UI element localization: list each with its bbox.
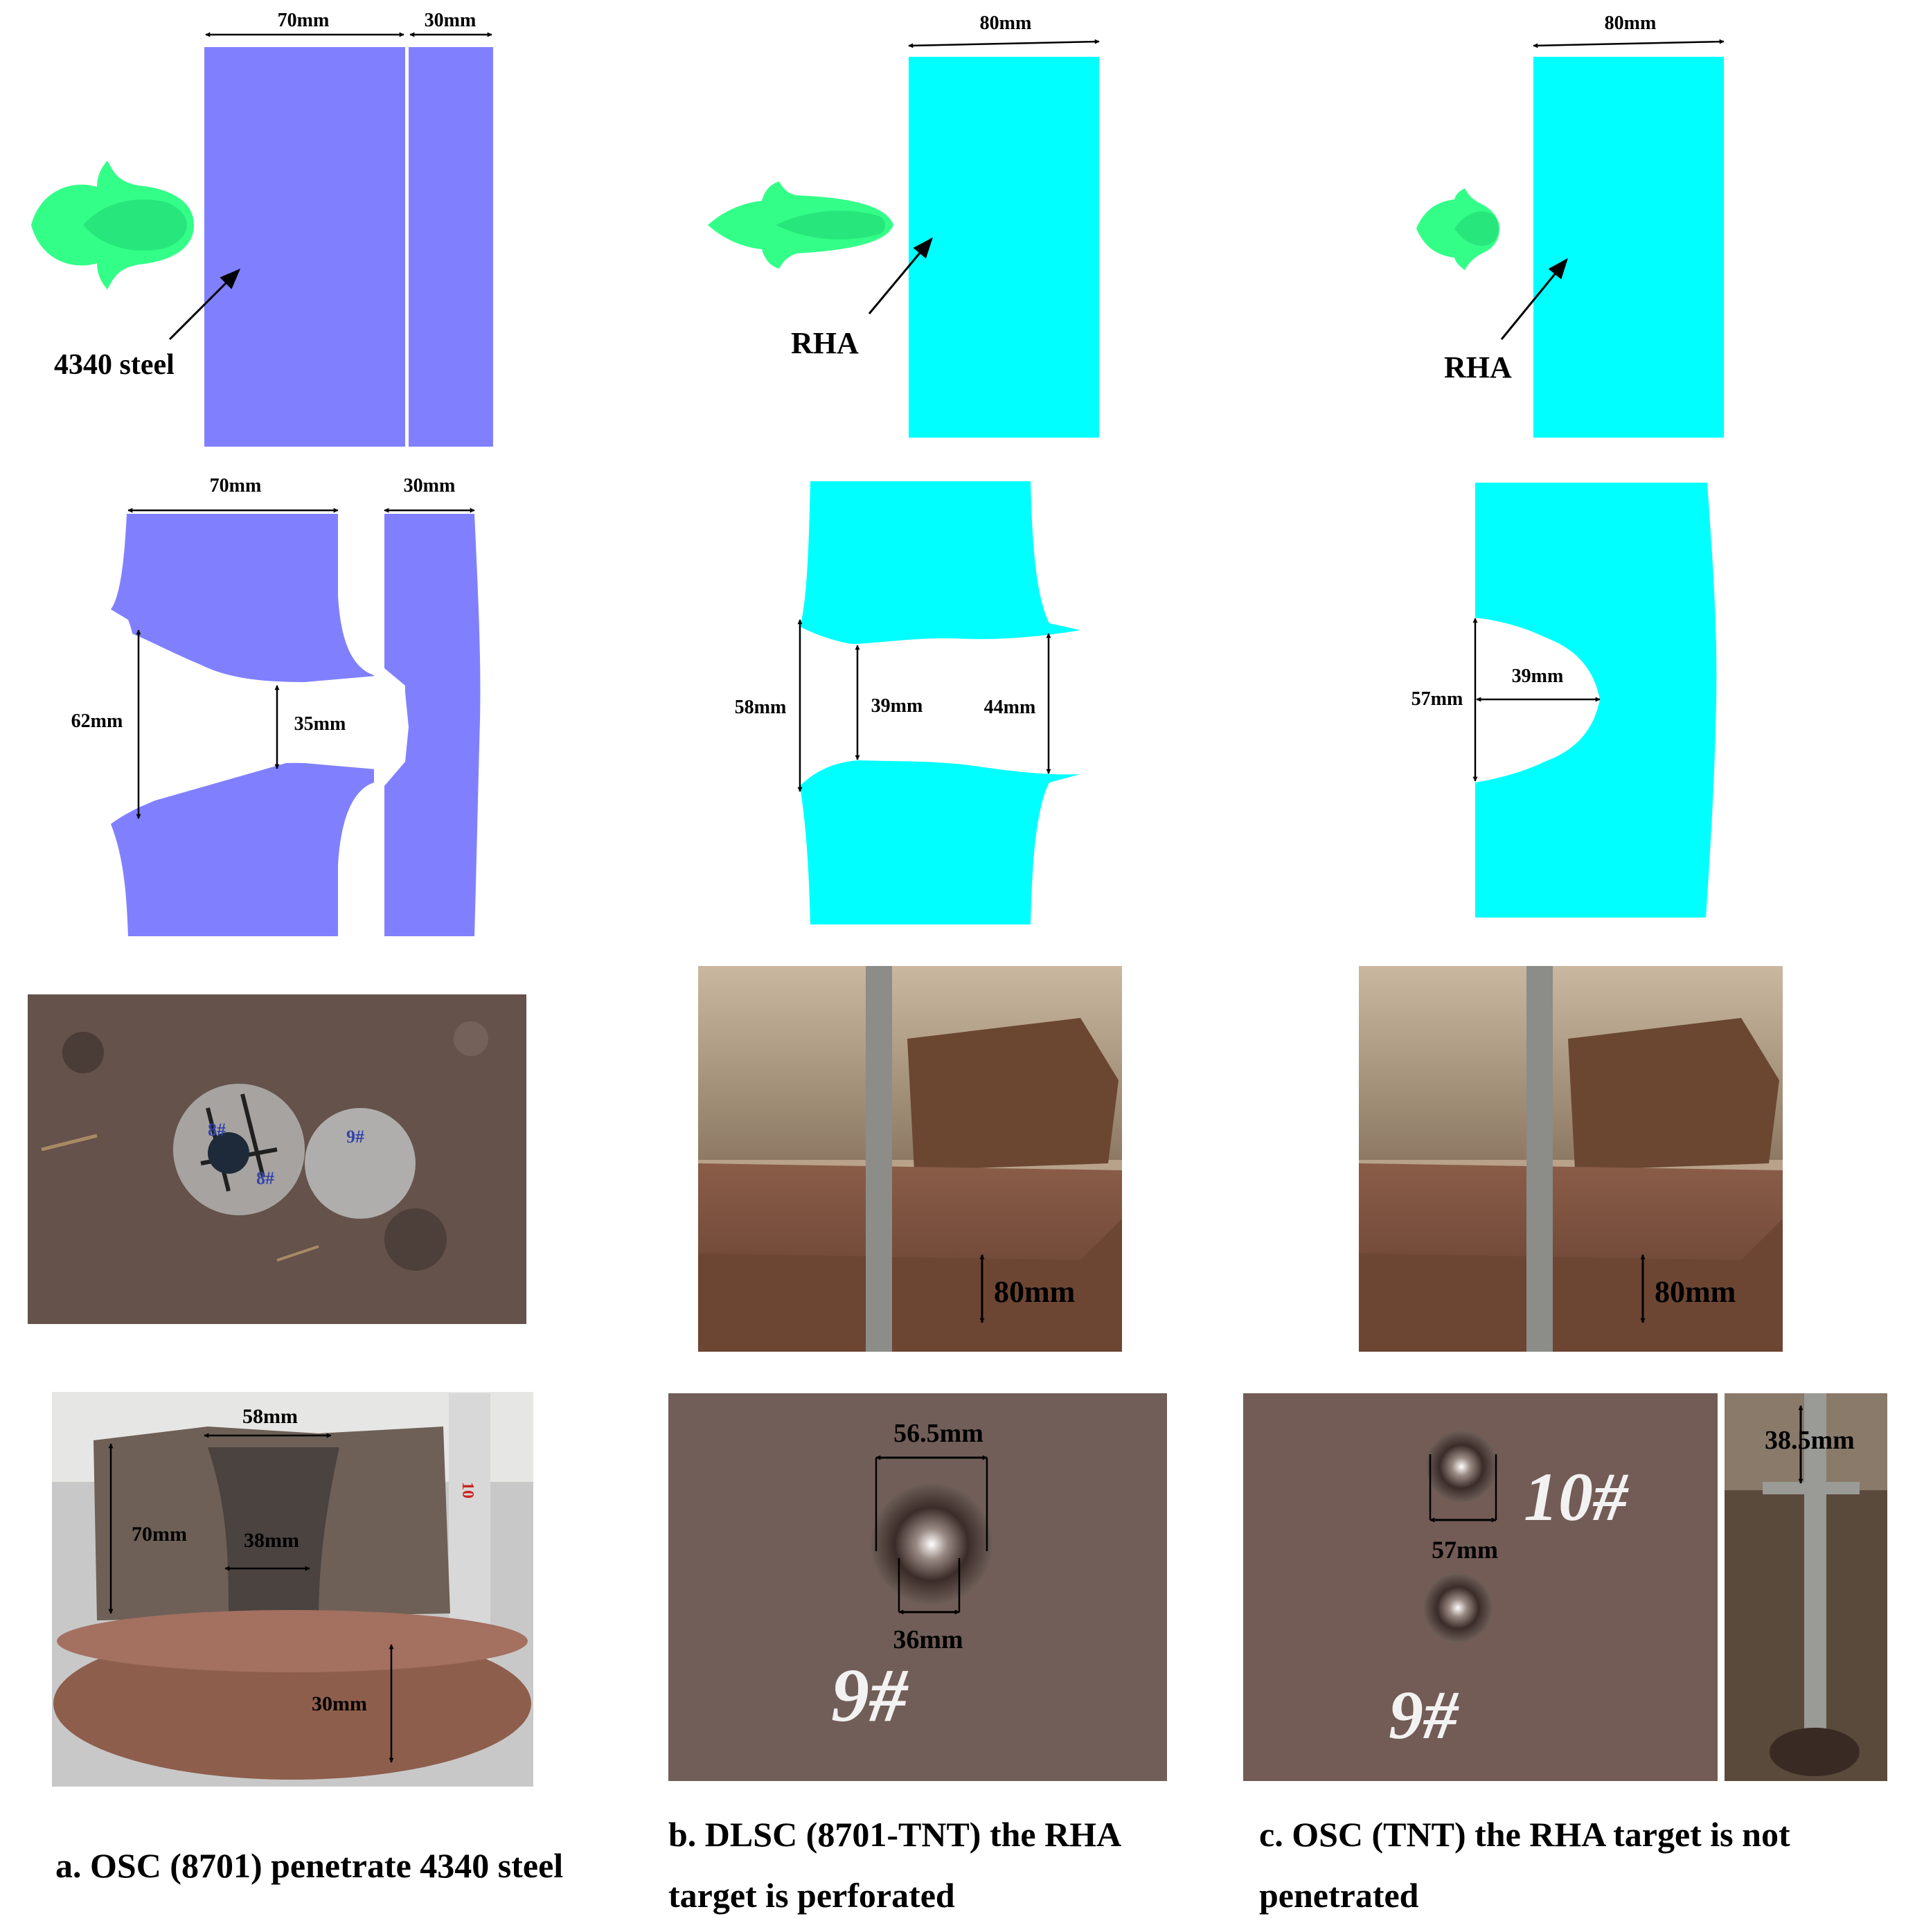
caption-panel-b-line2: target is perforated (668, 1876, 955, 1915)
caption-panel-c-line1: c. OSC (TNT) the RHA target is not (1259, 1815, 1790, 1854)
dim-label-70mm-bottom: 70mm (210, 475, 262, 497)
rha-target (1533, 57, 1724, 438)
target-label-rha: RHA (1444, 350, 1512, 384)
chalk-mark-3: 9# (346, 1127, 364, 1147)
dim-label-30mm-bottom: 30mm (404, 475, 456, 497)
rha-upper-fragment (800, 481, 1080, 644)
panel-b: 80mm RHA 58mm 39mm 44mm 80mm (668, 12, 1167, 1781)
jet-core (1454, 211, 1499, 246)
crater-cavity (111, 627, 409, 817)
dim-label-56-5mm: 56.5mm (893, 1419, 983, 1448)
dim-label-57mm-photo: 57mm (1432, 1536, 1498, 1564)
caption-panel-c-line2: penetrated (1259, 1876, 1419, 1915)
dim-line-80mm (908, 39, 1100, 48)
dim-label-44mm: 44mm (984, 697, 1036, 718)
chalk-mark-1: 8# (208, 1120, 226, 1140)
caption-panel-c: c. OSC (TNT) the RHA target is not penet… (1259, 1804, 1790, 1926)
ruler (866, 966, 892, 1352)
chalk-mark-10: 10# (1524, 1458, 1629, 1535)
panel-c-initial-simulation: 80mm RHA (1416, 12, 1725, 438)
panel-b-final-simulation: 58mm 39mm 44mm (735, 481, 1080, 924)
caption-panel-b: b. DLSC (8701-TNT) the RHA target is per… (668, 1804, 1121, 1926)
chalk-mark: 9# (831, 1653, 909, 1737)
jet-core (83, 199, 187, 251)
steel-plate-70mm (204, 47, 405, 447)
dim-line-80mm (1533, 39, 1725, 48)
ruler (1526, 966, 1553, 1352)
photo-perforation-hole: 56.5mm 36mm 9# (668, 1393, 1167, 1781)
caption-panel-b-line1: b. DLSC (8701-TNT) the RHA (668, 1815, 1122, 1854)
pointer-arrow (168, 268, 241, 341)
dim-label-58mm: 58mm (735, 697, 787, 718)
dim-label-57mm: 57mm (1411, 688, 1463, 710)
dim-label-70mm-photo: 70mm (132, 1523, 187, 1546)
target-label-4340-steel: 4340 steel (54, 349, 175, 381)
rha-target (909, 57, 1099, 438)
photo-sectioned-target: 10 58mm 70mm 38mm 30mm (52, 1392, 533, 1787)
photo-test-site: 80mm (698, 966, 1122, 1352)
dim-label-39mm: 39mm (1512, 665, 1564, 687)
photo-crater-holes: 57mm 10# 9# 38.5mm (1243, 1393, 1887, 1781)
steel-plate-30mm-deformed (384, 514, 481, 936)
panel-b-initial-simulation: 80mm RHA (708, 12, 1100, 438)
panel-a-initial-simulation: 70mm 30mm 4340 steel (31, 10, 493, 447)
dim-label-39mm: 39mm (871, 695, 923, 717)
panel-c-final-simulation: 57mm 39mm (1411, 483, 1717, 918)
photo-test-site: 80mm (1359, 966, 1783, 1352)
steel-plate-30mm (409, 47, 493, 447)
dim-label-58mm: 58mm (242, 1405, 298, 1428)
panel-a: 70mm 30mm 4340 steel 70mm 30mm 62mm 35mm (28, 10, 533, 1787)
pointer-arrow (1500, 258, 1568, 340)
dim-label-38mm: 38mm (244, 1529, 299, 1552)
rha-lower-fragment (800, 760, 1080, 924)
dim-label-30mm: 30mm (425, 10, 476, 31)
panel-c: 80mm RHA 57mm 39mm 80mm (1243, 12, 1887, 1781)
dim-label-70mm: 70mm (278, 10, 330, 31)
dim-label-80mm: 80mm (980, 12, 1032, 34)
chalk-mark-2: 8# (256, 1168, 274, 1188)
crater-hole-9 (1423, 1573, 1493, 1643)
crater-hole-10 (1425, 1431, 1497, 1503)
dim-label-80mm: 80mm (1605, 12, 1657, 34)
dim-label-80mm-photo: 80mm (994, 1275, 1075, 1309)
dim-label-30mm-photo: 30mm (312, 1692, 367, 1715)
rear-steel-disc (305, 1108, 416, 1219)
dim-label-38-5mm: 38.5mm (1765, 1426, 1855, 1455)
target-label-rha: RHA (791, 326, 859, 360)
dim-label-62mm: 62mm (71, 710, 123, 732)
steel-plate-70mm-perforated (111, 514, 374, 936)
pointer-arrow (868, 237, 933, 314)
perforation-hole (871, 1483, 992, 1605)
rha-target-cratered (1475, 483, 1717, 918)
dim-label-80mm-photo: 80mm (1655, 1275, 1736, 1309)
dim-label-35mm: 35mm (294, 713, 346, 735)
panel-a-final-simulation: 70mm 30mm 62mm 35mm (71, 475, 481, 936)
caption-panel-a: a. OSC (8701) penetrate 4340 steel (55, 1846, 564, 1885)
jet-core (776, 211, 886, 240)
depth-gauge (1804, 1393, 1826, 1753)
chalk-mark-9: 9# (1389, 1676, 1459, 1753)
ruler-red-10: 10 (458, 1482, 476, 1499)
photo-plates-after-test: 8# 8# 9# (28, 994, 526, 1324)
dim-label-36mm: 36mm (893, 1625, 963, 1654)
